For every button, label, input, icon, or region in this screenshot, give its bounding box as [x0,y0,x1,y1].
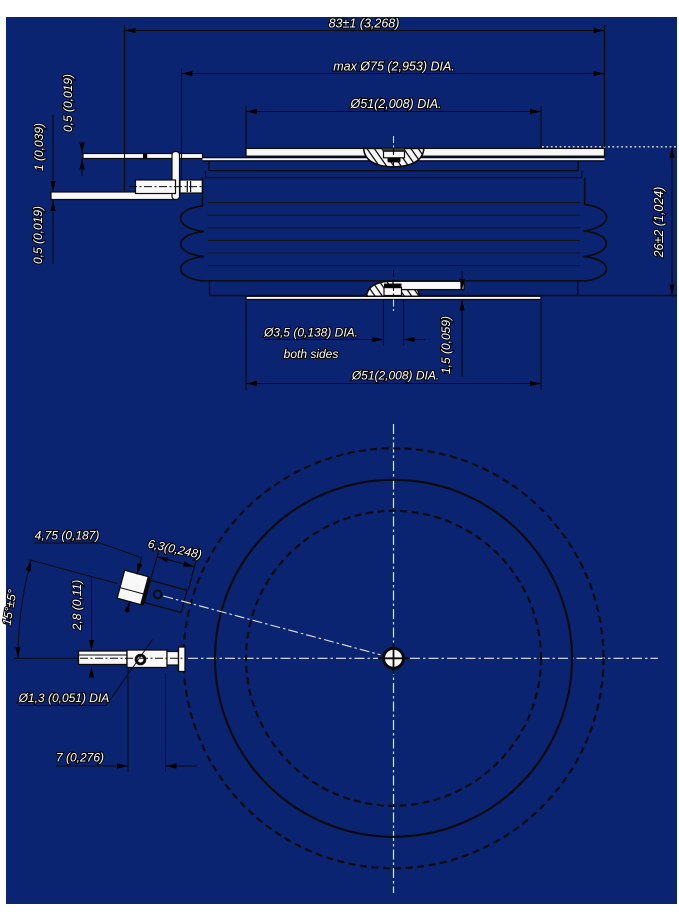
svg-text:2,8 (0,11): 2,8 (0,11) [70,580,84,631]
svg-text:1 (0,039): 1 (0,039) [32,123,46,171]
svg-text:1,5 (0,059): 1,5 (0,059) [439,316,453,374]
svg-text:Ø51(2,008) DIA.: Ø51(2,008) DIA. [349,97,441,111]
svg-text:0,5 (0,019): 0,5 (0,019) [61,74,75,132]
svg-text:Ø1,3 (0,051) DIA: Ø1,3 (0,051) DIA [18,691,110,705]
svg-text:both sides: both sides [284,347,339,361]
svg-text:Ø3,5 (0,138) DIA.: Ø3,5 (0,138) DIA. [263,326,358,340]
svg-text:max Ø75 (2,953) DIA.: max Ø75 (2,953) DIA. [333,60,455,74]
svg-text:Ø51(2,008) DIA.: Ø51(2,008) DIA. [351,369,439,383]
svg-text:7 (0,276): 7 (0,276) [56,751,104,765]
svg-text:83±1 (3,268): 83±1 (3,268) [329,17,400,31]
svg-text:0,5 (0,019): 0,5 (0,019) [31,206,45,264]
svg-text:26±2 (1,024): 26±2 (1,024) [652,187,666,259]
svg-text:4,75 (0,187): 4,75 (0,187) [35,529,100,543]
